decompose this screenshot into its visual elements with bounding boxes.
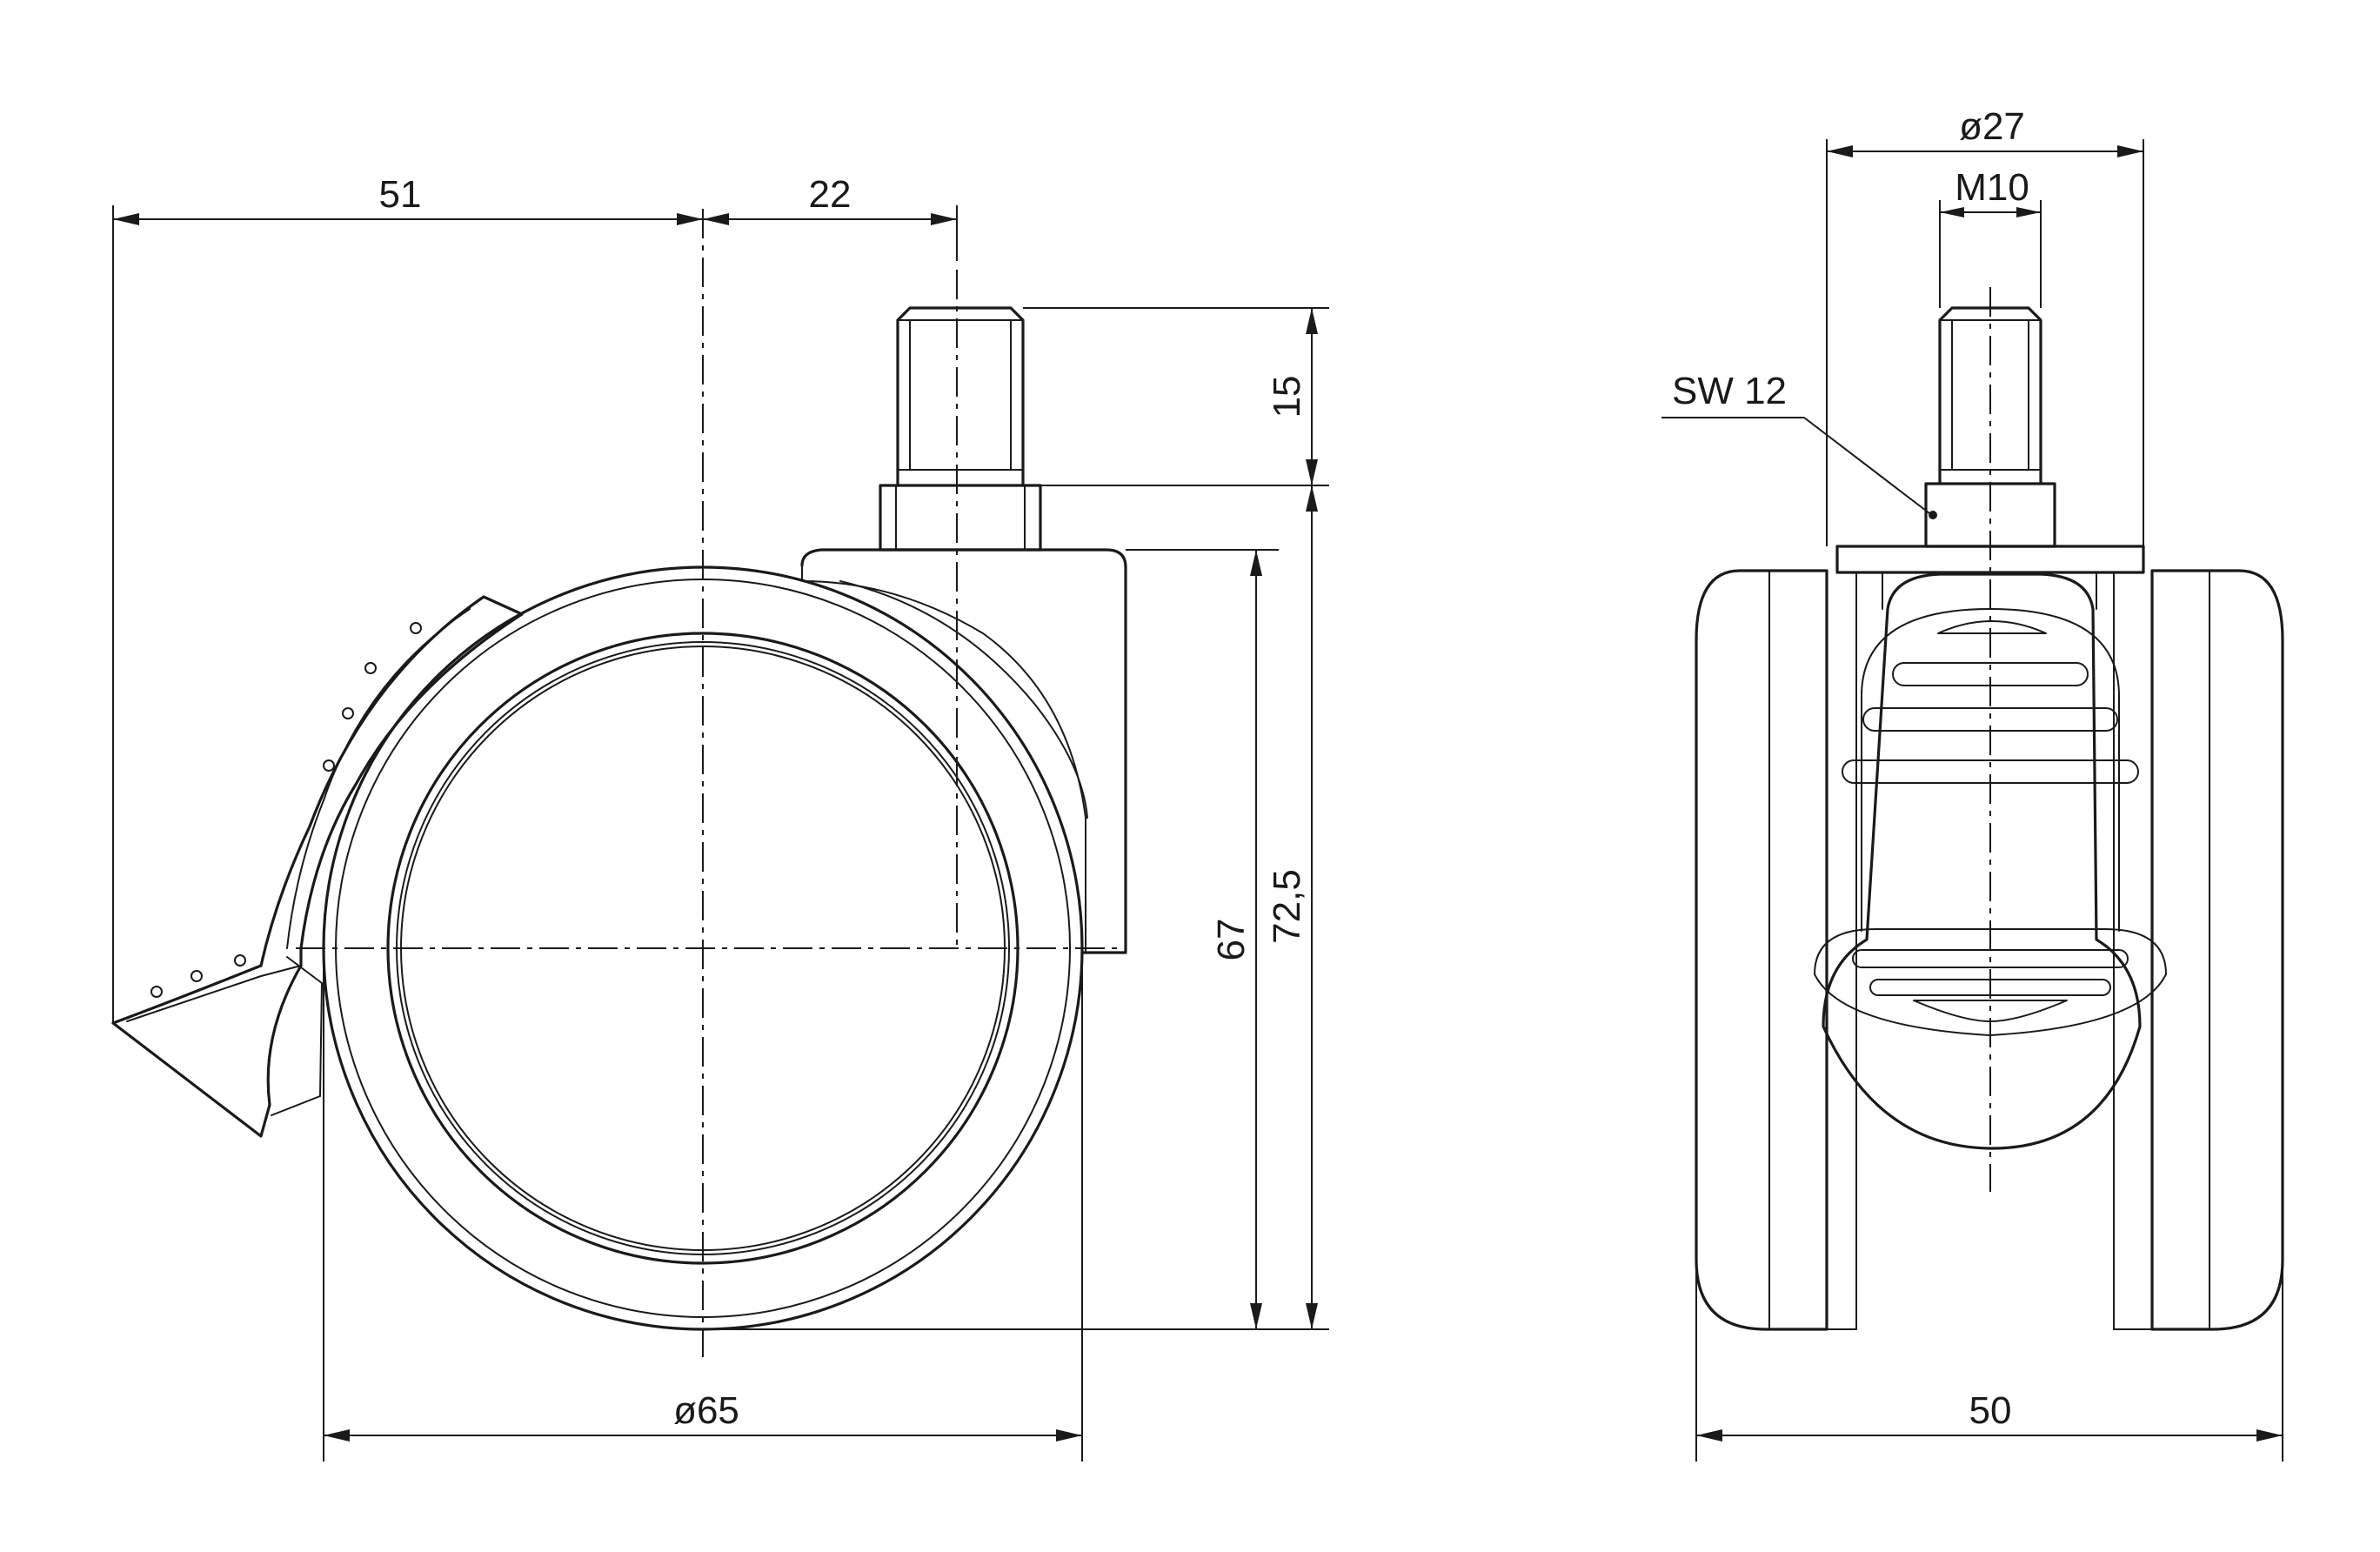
brake-lever-body — [111, 595, 524, 1138]
grip-bump — [234, 954, 246, 967]
dimension-plate-diameter: ø27 — [1827, 105, 2143, 157]
brake-lever — [111, 595, 524, 1138]
grip-bump — [150, 986, 163, 998]
arrowhead — [1306, 308, 1318, 334]
threaded-pin — [896, 306, 1025, 487]
dimension-wheel-diameter: ø65 — [324, 1389, 1082, 1442]
dimension-width-right: 22 — [703, 173, 957, 225]
arrowhead — [1696, 1429, 1722, 1442]
arrowhead — [1306, 459, 1318, 485]
dimension-label-51: 51 — [379, 173, 422, 216]
dimension-stem-length: 15 — [1266, 308, 1318, 485]
arrowhead — [931, 213, 957, 225]
housing-inner-curve — [839, 580, 1088, 819]
arrowhead — [1056, 1429, 1082, 1442]
grip-bump — [364, 662, 377, 674]
dimension-total-width: 50 — [1696, 1389, 2283, 1442]
arrowhead — [677, 213, 703, 225]
dimension-thread: M10 — [1940, 166, 2041, 217]
callout-label-sw12: SW 12 — [1672, 370, 1787, 412]
left-wheel — [1695, 569, 1828, 1331]
callout-dot — [1929, 511, 1937, 519]
dimension-label-15: 15 — [1266, 376, 1308, 418]
hex-nut — [879, 484, 1042, 552]
dimension-label-m10: M10 — [1955, 166, 2029, 209]
side-view: 51 22 15 67 72,5 — [111, 173, 1329, 1462]
right-wheel — [2150, 569, 2284, 1331]
dimension-label-50: 50 — [1969, 1389, 2012, 1432]
brake-grip-bumps — [150, 622, 422, 998]
brake-lever-inner — [286, 608, 471, 949]
grip-bump — [323, 759, 335, 772]
grip-bump — [342, 707, 354, 719]
dimension-label-22: 22 — [809, 173, 852, 216]
housing-outline — [800, 548, 1127, 954]
dimension-width-left: 51 — [113, 173, 703, 225]
dimension-label-diameter-27: ø27 — [1959, 105, 2025, 148]
dimension-label-72-5: 72,5 — [1266, 869, 1308, 944]
callout-wrench-size: SW 12 — [1661, 370, 1937, 519]
dimension-housing-height: 67 — [1210, 550, 1262, 1329]
arrowhead — [1306, 485, 1318, 512]
arrowhead — [1250, 550, 1262, 576]
dimension-label-diameter-65: ø65 — [673, 1389, 739, 1432]
arrowhead — [1306, 1303, 1318, 1329]
brake-pedal-inner — [271, 956, 323, 1116]
arrowhead — [324, 1429, 350, 1442]
arrowhead — [1827, 145, 1853, 157]
arrowhead — [113, 213, 139, 225]
dimension-total-height: 72,5 — [1266, 485, 1318, 1329]
arrowhead — [1250, 1303, 1262, 1329]
top-slot — [1937, 620, 2047, 634]
stem — [879, 306, 1042, 552]
callout-leader — [1803, 417, 1930, 514]
brake-pedal-edge — [126, 965, 302, 1022]
grip-bump — [191, 970, 203, 982]
arrowhead — [703, 213, 729, 225]
arrowhead — [2016, 207, 2041, 217]
dimension-label-67: 67 — [1210, 919, 1253, 961]
grip-bump — [410, 622, 422, 634]
arrowhead — [1940, 207, 1964, 217]
housing — [800, 548, 1127, 954]
arrowhead — [2117, 145, 2143, 157]
fork-housing — [1822, 572, 2142, 1150]
front-view: ø27 M10 SW 12 50 — [1661, 105, 2284, 1462]
arrowhead — [2256, 1429, 2283, 1442]
